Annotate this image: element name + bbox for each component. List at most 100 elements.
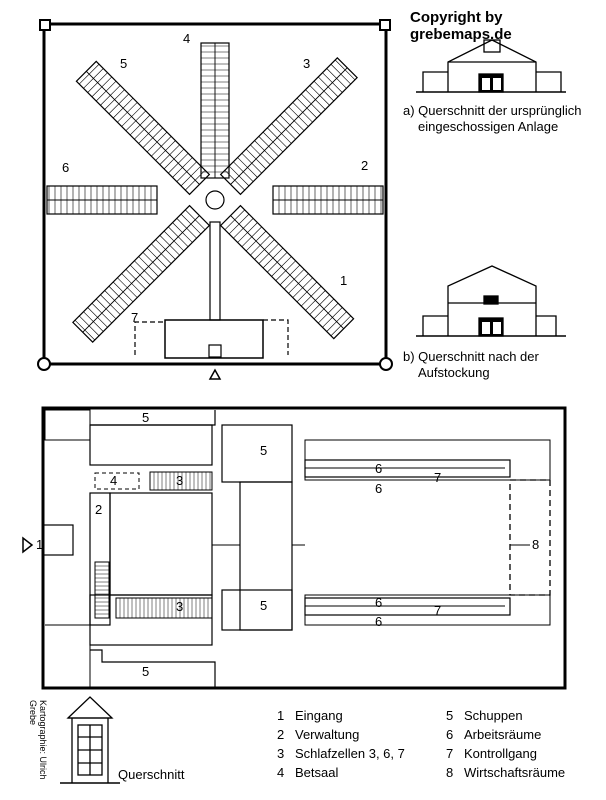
cell-divider <box>275 119 296 140</box>
cell-divider <box>322 307 343 328</box>
cell-divider <box>104 89 125 110</box>
cell-divider <box>233 218 254 239</box>
cell-divider <box>279 114 301 136</box>
cell-divider <box>284 269 305 290</box>
section-b-line1: b) Querschnitt nach der <box>403 349 539 364</box>
cell-wing <box>219 57 358 196</box>
cell-divider <box>91 303 112 324</box>
cell-divider <box>168 226 189 247</box>
cell-wing <box>75 60 211 196</box>
cell-divider <box>104 290 125 311</box>
cell-divider <box>258 136 279 157</box>
corner-tower-nw <box>39 19 51 31</box>
cell-wing <box>272 185 384 215</box>
cell-divider <box>121 106 142 127</box>
cell-strip <box>149 471 213 491</box>
cell-divider <box>228 213 250 235</box>
cell-divider <box>112 281 134 303</box>
radial-prison-plan <box>37 19 393 380</box>
copyright-text: Copyright by grebemaps.de <box>410 9 512 43</box>
cell-divider <box>95 298 117 320</box>
section-a-line1: a) Querschnitt der ursprünglich <box>403 103 582 118</box>
cell-divider <box>296 281 318 303</box>
label-cells-south: 3 <box>176 599 184 614</box>
cell-divider <box>305 89 326 110</box>
cell-wing <box>219 204 355 340</box>
cell-divider <box>142 252 163 273</box>
wing-label-1: 1 <box>340 273 348 288</box>
section-a-line2: eingeschossigen Anlage <box>418 119 559 134</box>
cell-divider <box>305 290 326 311</box>
label-control-1: 7 <box>434 470 442 485</box>
wing-label-2: 2 <box>361 158 369 173</box>
cell-divider <box>275 260 296 281</box>
cell-divider <box>151 136 172 157</box>
cell-divider <box>79 315 100 336</box>
cell-divider <box>151 243 172 264</box>
cell-divider <box>237 222 258 243</box>
cell-divider <box>254 140 275 161</box>
cell-divider <box>163 148 185 170</box>
corner-tower-se <box>379 357 393 371</box>
cell-divider <box>117 277 138 298</box>
cell-divider <box>79 64 100 85</box>
gatehouse <box>164 319 264 359</box>
cell-divider <box>100 294 121 315</box>
cell-divider <box>134 119 155 140</box>
cell-divider <box>146 247 168 269</box>
cell-divider <box>301 286 322 307</box>
cell-divider <box>134 260 155 281</box>
cell-divider <box>288 106 309 127</box>
label-chapel: 4 <box>110 473 118 488</box>
wing-corridor <box>82 215 200 333</box>
cell-divider <box>87 72 108 93</box>
cell-divider <box>138 123 159 144</box>
cell-divider <box>224 170 245 191</box>
central-hub <box>205 190 225 210</box>
cell-divider <box>172 222 193 243</box>
cell-divider <box>330 315 351 336</box>
section-b-drawing <box>416 265 566 337</box>
cell-divider <box>138 256 159 277</box>
cell-divider <box>95 80 117 102</box>
cell-divider <box>326 68 347 89</box>
cell-divider <box>83 311 104 332</box>
cell-divider <box>129 264 151 286</box>
cell-divider <box>237 157 258 178</box>
section-a-caption: a) Querschnitt der ursprünglich eingesch… <box>403 103 581 135</box>
wing-label-6: 6 <box>62 160 70 175</box>
cell-divider <box>112 97 134 119</box>
cell-divider <box>267 252 288 273</box>
cell-divider <box>87 307 108 328</box>
wing-label-5: 5 <box>120 56 128 71</box>
cell-wing <box>200 42 230 179</box>
cell-divider <box>241 226 262 247</box>
cell-divider <box>330 64 351 85</box>
cell-divider <box>250 144 271 165</box>
cell-divider <box>142 127 163 148</box>
cell-divider <box>313 298 335 320</box>
cell-divider <box>254 239 275 260</box>
cell-divider <box>172 157 193 178</box>
cell-divider <box>309 294 330 315</box>
gatehouse-annex-east <box>263 319 289 355</box>
corner-tower-sw <box>37 357 51 371</box>
gate-inner <box>208 344 222 358</box>
cell-wing <box>72 204 211 343</box>
label-shed-south: 5 <box>142 664 150 679</box>
cell-divider <box>180 165 202 187</box>
label-work-4: 6 <box>375 614 383 629</box>
label-shed-north: 5 <box>142 410 150 425</box>
cell-divider <box>108 93 129 114</box>
cell-divider <box>91 76 112 97</box>
floor-plan-wall <box>41 406 567 690</box>
cell-divider <box>250 235 271 256</box>
cell-divider <box>267 127 288 148</box>
cell-wing <box>46 185 158 215</box>
cell-divider <box>228 165 250 187</box>
